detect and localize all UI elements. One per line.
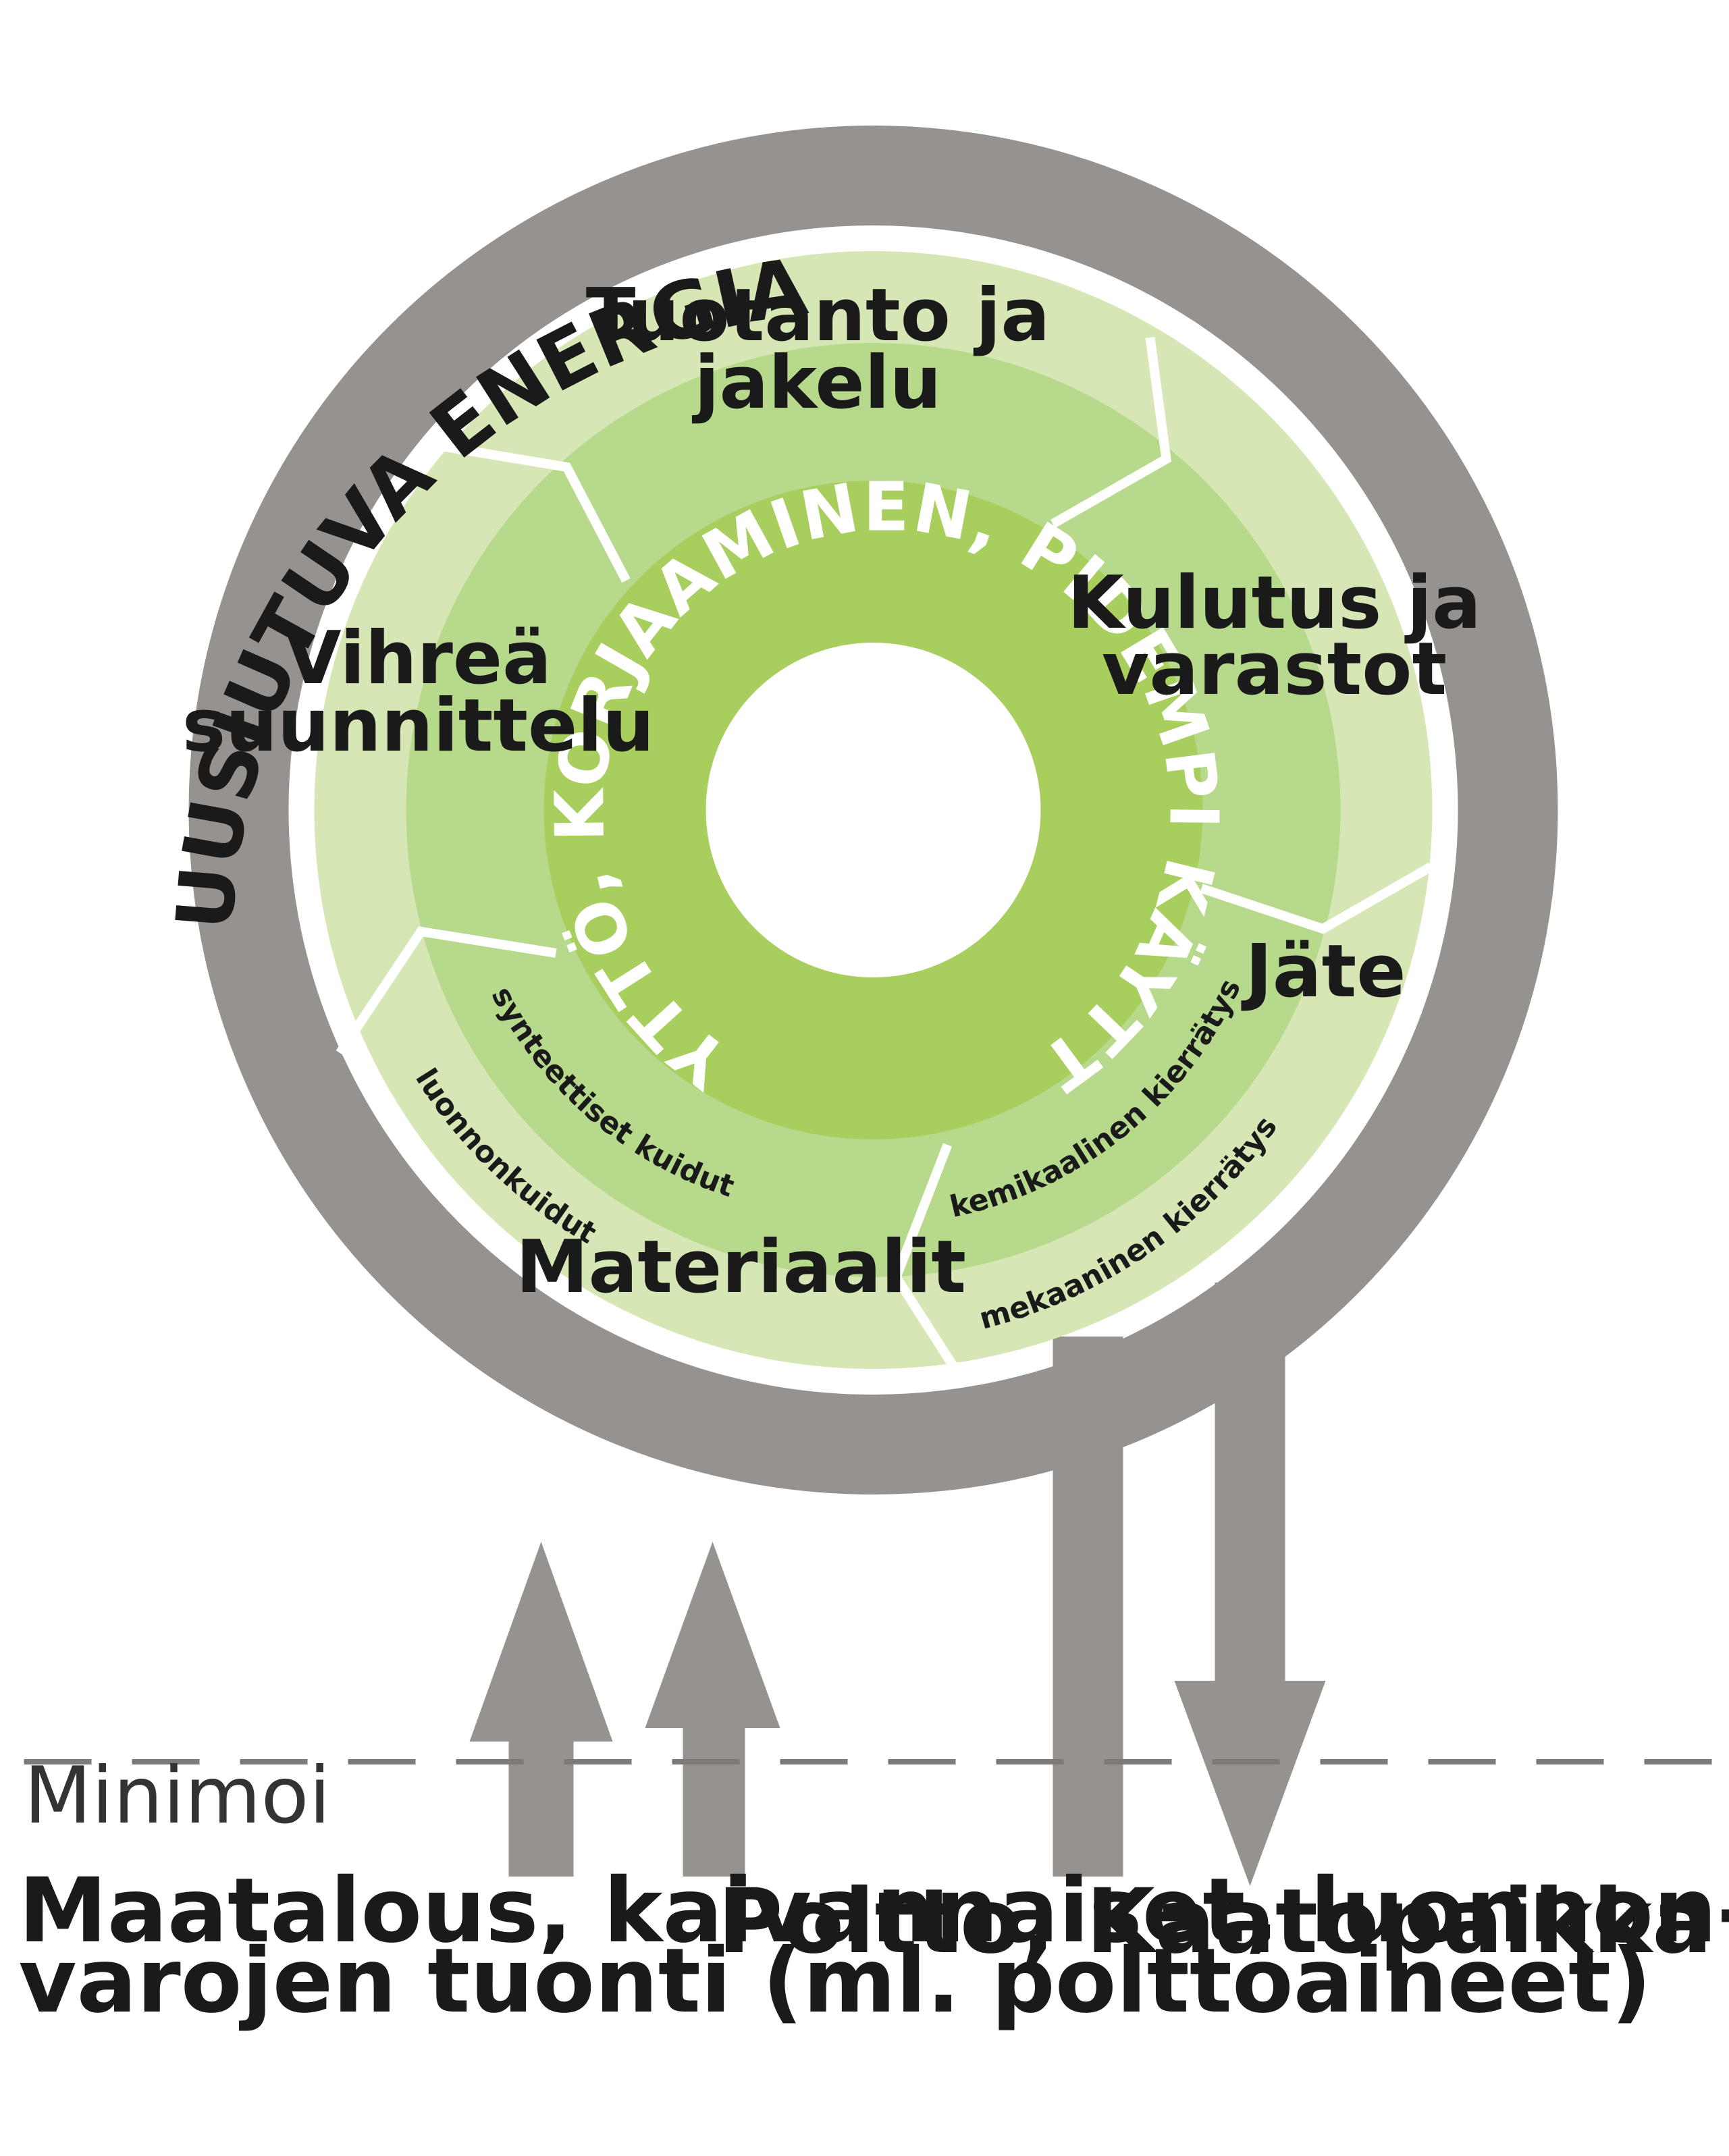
- divider-left: [336, 926, 557, 1056]
- minimize-label: Minimoi: [24, 1750, 331, 1841]
- output-stem-right: [1215, 1283, 1285, 1688]
- outer-energy-ring: [188, 126, 1558, 1494]
- production-label-line2: jakelu: [692, 341, 942, 425]
- inputs-label-line1: Maatalous, kaivannaiset, luonnon-: [19, 1859, 1729, 1963]
- inputs-label-line2: varojen tuonti (ml. polttoaineet): [19, 1929, 1652, 2033]
- segment-dividers: [336, 337, 1433, 1385]
- design-label-line2: suunnittelu: [182, 684, 654, 768]
- output-stem-left: [1053, 1337, 1123, 1877]
- waste-label: Jäte: [1241, 929, 1406, 1014]
- consumption-label-line1: Kulutus ja: [1067, 561, 1481, 645]
- materials-label: Materiaalit: [516, 1225, 966, 1310]
- design-label-line1: Vihreä: [285, 616, 552, 701]
- divider-right: [1200, 862, 1433, 934]
- divider-top-left: [436, 441, 631, 583]
- divider-top-right: [1050, 337, 1172, 529]
- divider-bottom: [890, 1143, 968, 1385]
- consumption-label-line2: varastot: [1102, 627, 1447, 711]
- input-arrow-2: [645, 1542, 780, 1877]
- outputs-label: Poltto, Kaatopaikka: [718, 1870, 1712, 1974]
- output-arrow-down: [1174, 1681, 1326, 1886]
- input-arrow-1: [469, 1542, 613, 1877]
- center-hole: [706, 643, 1041, 977]
- production-label-line1: Tuotanto ja: [586, 273, 1050, 358]
